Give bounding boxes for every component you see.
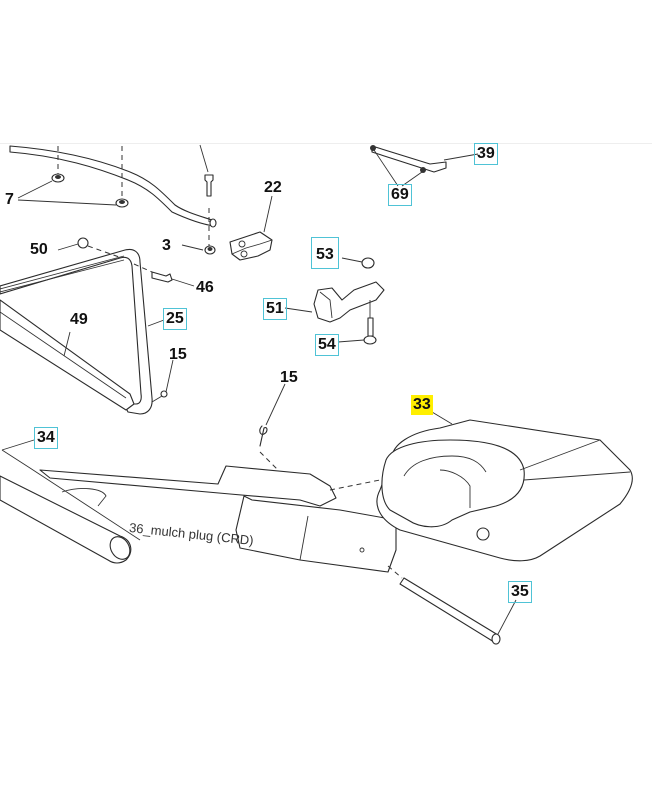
callout-53[interactable]: 53 [311, 237, 339, 269]
bolt-icon [133, 263, 195, 287]
rod-35 [387, 565, 517, 645]
callout-34[interactable]: 34 [34, 427, 58, 449]
clip-icon [259, 383, 286, 471]
callout-25[interactable]: 25 [163, 308, 187, 330]
callout-49[interactable]: 49 [70, 311, 88, 328]
callout-54[interactable]: 54 [315, 334, 339, 356]
callout-15-lower[interactable]: 15 [280, 369, 298, 386]
callout-39[interactable]: 39 [474, 143, 498, 165]
callout-69[interactable]: 69 [388, 184, 412, 206]
mulch-plug-36 [39, 465, 397, 573]
nut-icon [57, 237, 123, 259]
rail-39 [370, 145, 479, 187]
callout-35[interactable]: 35 [508, 581, 532, 603]
chute-33 [376, 411, 633, 562]
bracket-51 [284, 257, 385, 345]
callout-3[interactable]: 3 [162, 237, 171, 254]
callout-33[interactable]: 33 [411, 395, 433, 415]
callout-22[interactable]: 22 [264, 179, 282, 196]
drawing-frame [0, 143, 652, 655]
callout-50[interactable]: 50 [30, 241, 48, 258]
nut-icon [51, 173, 129, 208]
callout-15-upper[interactable]: 15 [169, 346, 187, 363]
callout-51[interactable]: 51 [263, 298, 287, 320]
callout-7[interactable]: 7 [5, 191, 14, 208]
handle-bar [9, 145, 217, 228]
bracket-22 [229, 195, 273, 261]
clip-icon [151, 359, 174, 403]
shaft-34 [0, 439, 141, 564]
bolt-icon [199, 144, 216, 255]
callout-46[interactable]: 46 [196, 279, 214, 296]
frame-25 [0, 248, 153, 415]
